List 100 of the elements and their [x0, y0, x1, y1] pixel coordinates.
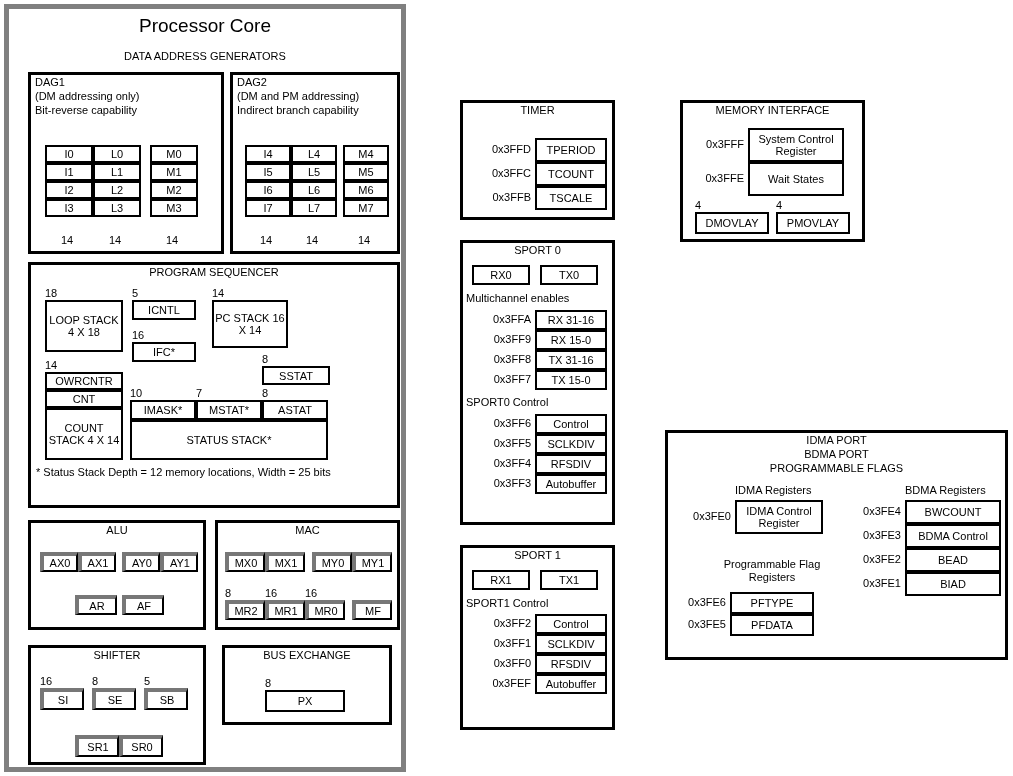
- register-box: M4: [343, 145, 389, 163]
- register-box: Control: [535, 614, 607, 634]
- register-group-panel: [230, 72, 400, 254]
- group-title: Processor Core: [138, 14, 272, 38]
- register-box: MX0: [225, 552, 265, 572]
- subgroup-heading: Multichannel enables: [466, 292, 571, 305]
- register-box: DMOVLAY: [695, 212, 769, 234]
- address-label: 0x3FF6: [493, 417, 531, 430]
- subgroup-heading: SPORT0 Control: [466, 396, 550, 409]
- group-title: ALU: [105, 523, 129, 537]
- register-box: MY0: [312, 552, 352, 572]
- group-title: SHIFTER: [92, 648, 142, 662]
- address-label: 0x3FE1: [863, 577, 901, 590]
- register-box: M1: [150, 163, 198, 181]
- address-label: 0x3FF5: [493, 437, 531, 450]
- register-box: IMASK*: [130, 400, 196, 420]
- address-label: 0x3FF4: [493, 457, 531, 470]
- register-box: Control: [535, 414, 607, 434]
- register-box: CNT: [45, 390, 123, 408]
- register-box: MF: [352, 600, 392, 620]
- register-box: RX 31-16: [535, 310, 607, 330]
- group-title: IDMA PORT: [805, 433, 868, 447]
- group-title: Bit-reverse capability: [34, 103, 139, 117]
- register-box: L0: [93, 145, 141, 163]
- register-box: L2: [93, 181, 141, 199]
- register-box: TX1: [540, 570, 598, 590]
- register-box: Wait States: [748, 162, 844, 196]
- address-label: 0x3FE6: [688, 596, 726, 609]
- group-title: SPORT 1: [513, 548, 562, 562]
- register-box: RFSDIV: [535, 454, 607, 474]
- register-box: STATUS STACK*: [130, 420, 328, 460]
- register-box: RX 15-0: [535, 330, 607, 350]
- register-box: M7: [343, 199, 389, 217]
- register-box: TSCALE: [535, 186, 607, 210]
- group-title: (DM and PM addressing): [236, 89, 361, 103]
- register-box: L3: [93, 199, 141, 217]
- register-box: AF: [122, 595, 164, 615]
- address-label: 0x3FE0: [693, 510, 731, 523]
- register-box: PX: [265, 690, 345, 712]
- address-label: 0x3FFB: [492, 191, 531, 204]
- register-box: M0: [150, 145, 198, 163]
- group-title: PROGRAMMABLE FLAGS: [768, 461, 905, 475]
- group-title: MEMORY INTERFACE: [714, 103, 831, 117]
- register-box: MY1: [352, 552, 392, 572]
- group-title: (DM addressing only): [34, 89, 141, 103]
- group-title: BDMA PORT: [803, 447, 870, 461]
- register-group-panel: [28, 645, 206, 765]
- subgroup-heading: IDMA Registers: [735, 484, 813, 497]
- register-box: L4: [291, 145, 337, 163]
- register-box: I1: [45, 163, 93, 181]
- group-title: MAC: [294, 523, 321, 537]
- register-box: SE: [92, 688, 136, 710]
- address-label: 0x3FE3: [863, 529, 901, 542]
- register-group-panel: [28, 520, 206, 630]
- bit-width-label: 14: [45, 359, 58, 372]
- register-box: Autobuffer: [535, 674, 607, 694]
- register-box: MR1: [265, 600, 305, 620]
- register-box: SSTAT: [262, 366, 330, 385]
- bit-width-label: 4: [776, 199, 783, 212]
- bit-width-label: 7: [196, 387, 203, 400]
- register-box: ICNTL: [132, 300, 196, 320]
- footnote: * Status Stack Depth = 12 memory locations, Width = 25 bits: [36, 466, 332, 479]
- register-box: M6: [343, 181, 389, 199]
- subgroup-heading: Programmable Flag Registers: [722, 558, 822, 584]
- bit-width-label: 18: [45, 287, 58, 300]
- bit-width-label: 14: [164, 234, 180, 247]
- register-group-panel: [460, 240, 615, 525]
- group-title: Indirect branch capability: [236, 103, 360, 117]
- group-title: BUS EXCHANGE: [262, 648, 352, 662]
- register-box: M5: [343, 163, 389, 181]
- register-box: SI: [40, 688, 84, 710]
- bit-width-label: 16: [132, 329, 145, 342]
- register-box: RFSDIV: [535, 654, 607, 674]
- register-group-panel: [222, 645, 392, 725]
- address-label: 0x3FEF: [492, 677, 531, 690]
- subgroup-heading: SPORT1 Control: [466, 597, 550, 610]
- bit-width-label: 8: [265, 677, 272, 690]
- bit-width-label: 14: [107, 234, 123, 247]
- register-box: L6: [291, 181, 337, 199]
- bit-width-label: 5: [132, 287, 139, 300]
- address-label: 0x3FF0: [493, 657, 531, 670]
- register-box: M3: [150, 199, 198, 217]
- register-group-panel: [680, 100, 865, 242]
- register-box: I2: [45, 181, 93, 199]
- address-label: 0x3FFE: [705, 172, 744, 185]
- bit-width-label: 16: [305, 587, 318, 600]
- register-box: PFTYPE: [730, 592, 814, 614]
- register-group-panel: [28, 72, 224, 254]
- register-box: AX0: [40, 552, 78, 572]
- group-title: TIMER: [519, 103, 556, 117]
- register-box: SR0: [119, 735, 163, 757]
- register-box: AY1: [160, 552, 198, 572]
- bit-width-label: 4: [695, 199, 702, 212]
- section-heading: DATA ADDRESS GENERATORS: [123, 50, 287, 63]
- register-box: TX 15-0: [535, 370, 607, 390]
- register-group-panel: [460, 100, 615, 220]
- register-box: I3: [45, 199, 93, 217]
- address-label: 0x3FFF: [706, 138, 744, 151]
- register-box: TCOUNT: [535, 162, 607, 186]
- register-box: L5: [291, 163, 337, 181]
